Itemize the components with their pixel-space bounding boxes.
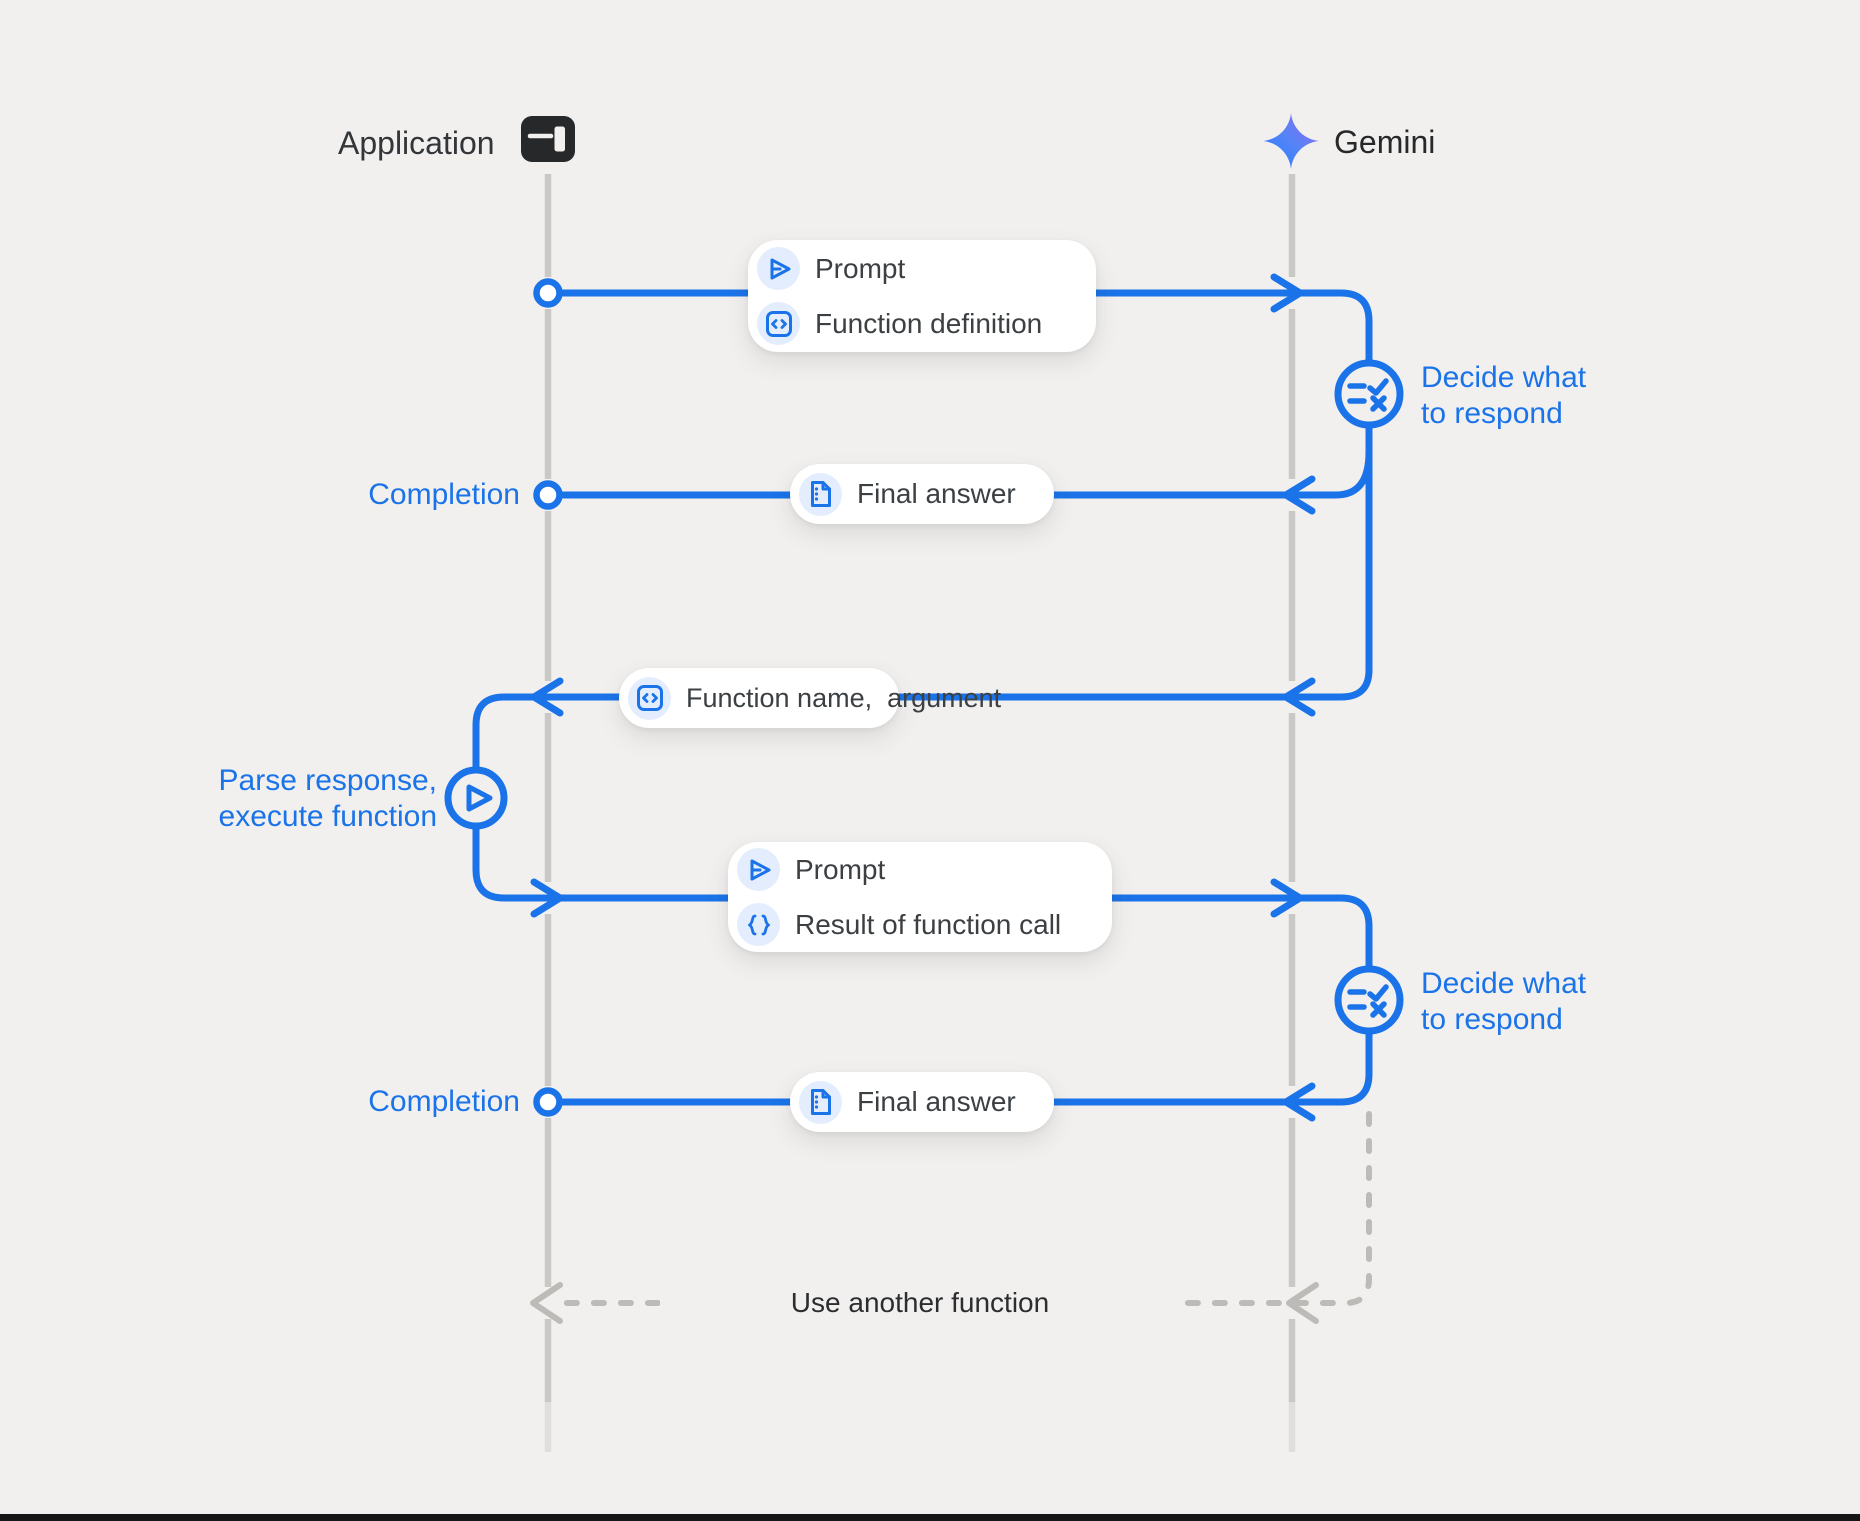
arrowhead-right-prompt2-gemini-icon (1270, 878, 1304, 918)
decide-line1: Decide what (1421, 967, 1587, 1000)
decide-label-1: Decide what to respond (1421, 360, 1586, 432)
play-outline-icon (466, 784, 493, 812)
pill-row: Prompt (748, 241, 1096, 296)
arrowhead-left-funcname-app-icon (530, 677, 564, 717)
document-icon (799, 472, 842, 516)
message-pill-prompt-result: Prompt Result of function call (728, 842, 1112, 952)
arrowhead-left-final2-icon (1282, 1082, 1316, 1122)
message-pill-function-name-argument: Function name, argument (619, 668, 1001, 728)
pill-label: Result of function call (795, 908, 1062, 940)
message-pill-final-answer-2: Final answer (790, 1072, 1054, 1132)
send-icon (737, 848, 780, 891)
use-another-function-label: Use another function (660, 1284, 1180, 1322)
document-icon (799, 1080, 842, 1124)
arrowhead-left-dashed-app-icon (530, 1282, 563, 1324)
pill-label: Function definition (815, 307, 1043, 339)
parse-response-line2: execute function (218, 800, 437, 833)
arrowhead-right-prompt2-app-icon (530, 878, 564, 918)
bottom-edge-bar (0, 1514, 1860, 1521)
message-start-circle-1 (533, 278, 563, 308)
pill-label: Function name, argument (686, 682, 1002, 713)
code-brackets-icon (757, 302, 800, 345)
gemini-star-icon (1262, 112, 1320, 175)
pill-label: Prompt (815, 252, 906, 284)
parse-response-line1: Parse response, (218, 764, 437, 797)
app-window-icon (521, 116, 575, 167)
arrowhead-right-prompt1-icon (1270, 273, 1304, 313)
completion-circle-2 (533, 1087, 563, 1117)
send-icon (757, 247, 800, 290)
decide-rules-icon (1347, 984, 1389, 1018)
decide-label-2: Decide what to respond (1421, 966, 1586, 1038)
pill-row: Result of function call (728, 897, 1112, 952)
completion-label-1: Completion (368, 478, 520, 511)
completion-circle-1 (533, 480, 563, 510)
completion-label-2: Completion (368, 1085, 520, 1118)
gemini-actor-label: Gemini (1334, 124, 1436, 160)
pill-row: Function definition (748, 296, 1096, 351)
pill-row: Function name, argument (619, 668, 1001, 728)
pill-row: Final answer (790, 464, 1054, 524)
parse-response-label: Parse response, execute function (137, 763, 437, 835)
arrowhead-left-dashed-gemini-icon (1286, 1282, 1319, 1324)
decide-line1: Decide what (1421, 361, 1587, 394)
pill-label: Prompt (795, 853, 886, 885)
pill-row: Prompt (728, 842, 1112, 897)
parse-execute-node (444, 766, 508, 830)
pill-label: Final answer (857, 478, 1016, 509)
decide-line2: to respond (1421, 397, 1563, 430)
curly-braces-icon (737, 903, 780, 946)
decide-line2: to respond (1421, 1003, 1563, 1036)
code-brackets-icon (628, 676, 671, 720)
application-actor-label: Application (338, 125, 495, 161)
arrowhead-left-final1-icon (1282, 475, 1316, 515)
decide-node-1 (1334, 359, 1404, 429)
message-pill-prompt-function-definition: Prompt Function definition (748, 240, 1096, 352)
use-another-function-dashed-path (553, 1111, 1372, 1306)
pill-row: Final answer (790, 1072, 1054, 1132)
decide-rules-icon (1347, 378, 1389, 412)
message-pill-final-answer-1: Final answer (790, 464, 1054, 524)
pill-label: Final answer (857, 1086, 1016, 1117)
decide-node-2 (1334, 965, 1404, 1035)
arrowhead-left-funcname-gemini-icon (1282, 677, 1316, 717)
flow-branch-final-answer-1 (555, 448, 1373, 499)
